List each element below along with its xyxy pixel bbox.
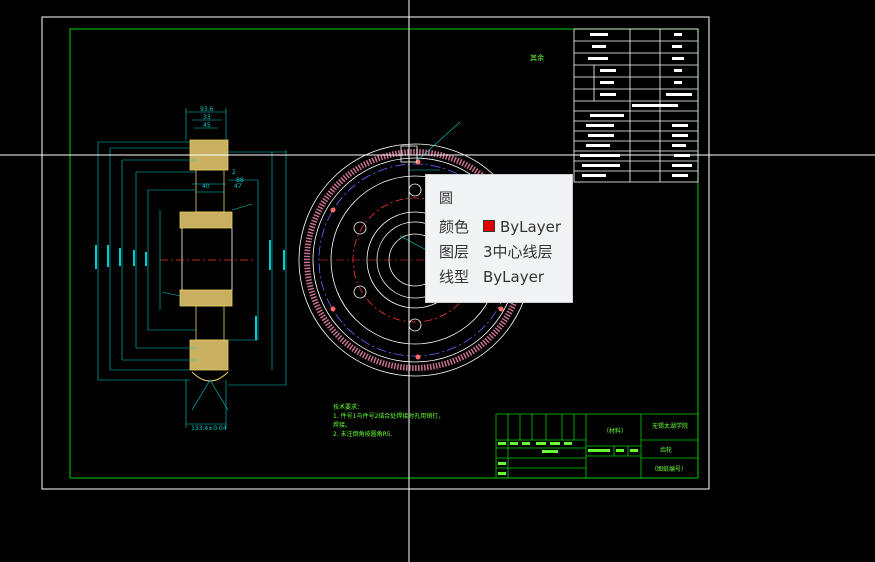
- tooltip-value: 3中心线层: [483, 243, 553, 261]
- dim-label-s1: 40: [202, 183, 210, 190]
- gear-parameter-table: [573, 28, 699, 183]
- dim-label-top-1: 93.6: [200, 106, 214, 113]
- title-drawing-name: 齿轮: [660, 446, 672, 454]
- tooltip-row-color: 颜色 ByLayer: [439, 216, 561, 237]
- tooltip-value: ByLayer: [483, 268, 544, 286]
- tooltip-value: ByLayer: [500, 218, 561, 236]
- dim-label-top-3: 45: [203, 122, 211, 129]
- title-school: 无锡太湖学院: [652, 422, 688, 430]
- dim-label-s2: 47: [234, 183, 242, 190]
- dim-label-bottom: 133.4±0.04: [191, 425, 227, 432]
- tooltip-row-linetype: 线型 ByLayer: [439, 266, 544, 287]
- tech-note-line: 技术要求：: [333, 403, 363, 411]
- dim-label-top-2: 33: [203, 114, 211, 121]
- tech-note-line: 1. 件号1与件号2结合处焊接时孔用销钉，: [333, 412, 444, 420]
- surface-note-text: 其余: [530, 53, 544, 62]
- sheet-inner-frame: [69, 28, 699, 479]
- object-property-tooltip: 圆 颜色 ByLayer 图层 3中心线层 线型 ByLayer: [425, 174, 573, 303]
- tech-note-line: 焊接。: [333, 421, 351, 429]
- dim-label-s3: 88: [236, 177, 244, 184]
- color-swatch-icon: [483, 220, 495, 232]
- title-drawing-code: （图纸编号）: [651, 465, 687, 473]
- tooltip-key: 图层: [439, 243, 470, 261]
- tooltip-title: 圆: [439, 191, 453, 207]
- title-block: [495, 413, 699, 479]
- sheet-outer-frame: [41, 16, 710, 490]
- title-material: （材料）: [603, 427, 627, 435]
- tooltip-row-layer: 图层 3中心线层: [439, 241, 553, 262]
- tooltip-key: 线型: [439, 268, 470, 286]
- technical-notes: 技术要求： 1. 件号1与件号2结合处焊接时孔用销钉， 焊接。 2. 未注倒角按…: [333, 403, 444, 438]
- tooltip-key: 颜色: [439, 218, 470, 236]
- dim-label-s4: 2: [232, 169, 236, 176]
- tech-note-line: 2. 未注倒角按圆角R5.: [333, 430, 393, 438]
